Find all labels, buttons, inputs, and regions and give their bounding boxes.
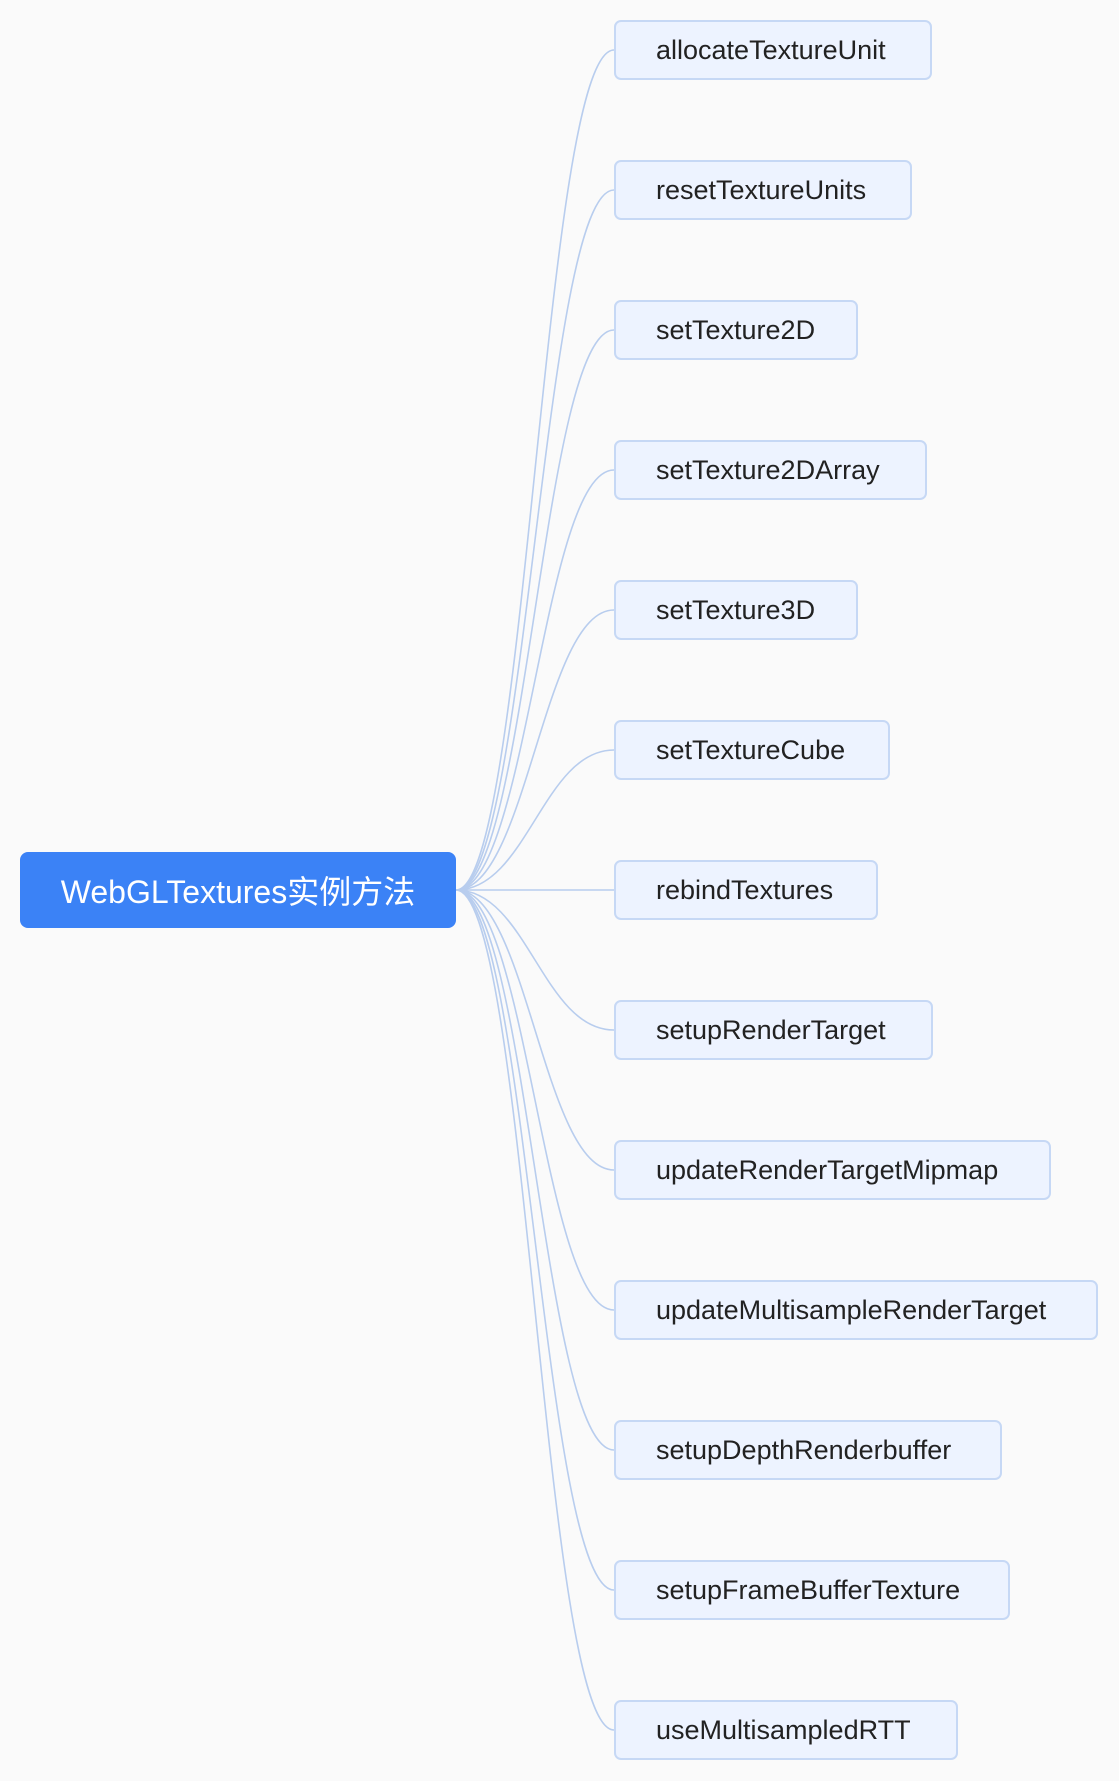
connector-line-5 <box>455 749 615 891</box>
connector-line-1 <box>455 189 615 891</box>
child-node-update-multisample-render-target[interactable]: updateMultisampleRenderTarget <box>614 1280 1098 1340</box>
connector-line-7 <box>455 889 615 1031</box>
root-node[interactable]: WebGLTextures实例方法 <box>20 852 456 928</box>
child-node-reset-texture-units[interactable]: resetTextureUnits <box>614 160 912 220</box>
connector-line-8 <box>455 889 615 1171</box>
child-node-setup-frame-buffer-texture[interactable]: setupFrameBufferTexture <box>614 1560 1010 1620</box>
child-node-use-multisampled-rtt[interactable]: useMultisampledRTT <box>614 1700 958 1760</box>
child-node-set-texture-cube[interactable]: setTextureCube <box>614 720 890 780</box>
child-node-set-texture-2d-array[interactable]: setTexture2DArray <box>614 440 927 500</box>
child-node-set-texture-2d[interactable]: setTexture2D <box>614 300 858 360</box>
connector-line-9 <box>455 889 615 1311</box>
connector-line-10 <box>455 889 615 1451</box>
child-node-allocate-texture-unit[interactable]: allocateTextureUnit <box>614 20 932 80</box>
connector-line-4 <box>455 609 615 891</box>
connector-line-3 <box>455 469 615 891</box>
child-node-set-texture-3d[interactable]: setTexture3D <box>614 580 858 640</box>
child-node-rebind-textures[interactable]: rebindTextures <box>614 860 878 920</box>
connector-line-0 <box>455 49 615 891</box>
child-node-setup-render-target[interactable]: setupRenderTarget <box>614 1000 933 1060</box>
connector-line-11 <box>455 889 615 1591</box>
child-node-update-render-target-mipmap[interactable]: updateRenderTargetMipmap <box>614 1140 1051 1200</box>
connector-line-12 <box>455 889 615 1731</box>
connector-line-2 <box>455 329 615 891</box>
child-node-setup-depth-renderbuffer[interactable]: setupDepthRenderbuffer <box>614 1420 1002 1480</box>
